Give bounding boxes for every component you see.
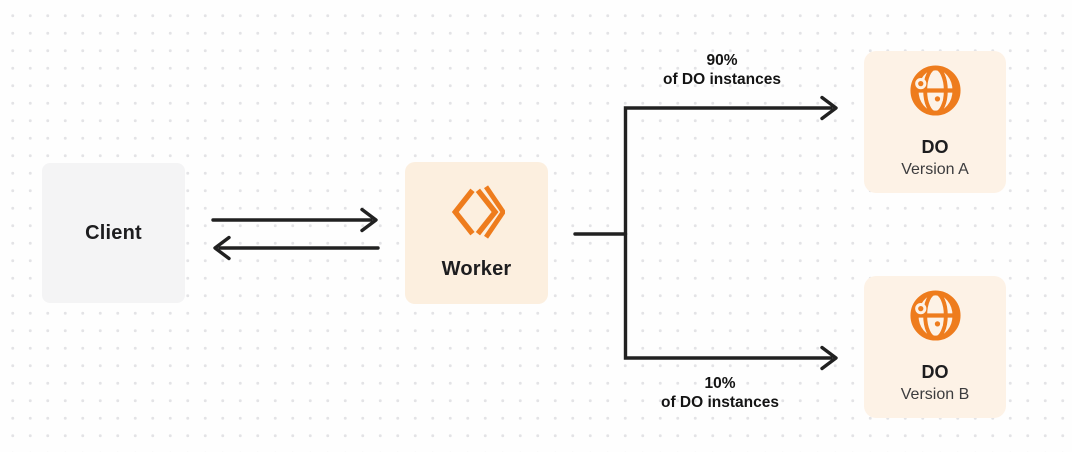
branch-caption: of DO instances [663, 71, 781, 88]
branch-caption: of DO instances [661, 394, 779, 411]
client-label: Client [85, 221, 142, 244]
node-worker: Worker [405, 162, 548, 304]
do-title: DO [921, 137, 949, 157]
branch-label-10: 10% of DO instances [628, 374, 812, 412]
branch-percent: 90% [706, 52, 738, 69]
branch-label-90: 90% of DO instances [630, 51, 814, 89]
branch-percent: 10% [704, 375, 736, 392]
node-do-version-b: DO Version B [864, 276, 1006, 418]
worker-label: Worker [441, 258, 512, 280]
durable-object-globe-icon [908, 288, 963, 343]
arrow-worker-to-client [213, 235, 380, 261]
arrow-client-to-worker [211, 207, 378, 233]
do-subtitle: Version B [900, 386, 970, 403]
durable-object-globe-icon [908, 63, 963, 118]
do-subtitle: Version A [901, 161, 969, 178]
branch-connector [573, 95, 838, 371]
cloudflare-workers-icon [449, 183, 506, 241]
do-title: DO [921, 362, 949, 382]
node-do-version-a: DO Version A [864, 51, 1006, 193]
node-client: Client [42, 163, 185, 303]
